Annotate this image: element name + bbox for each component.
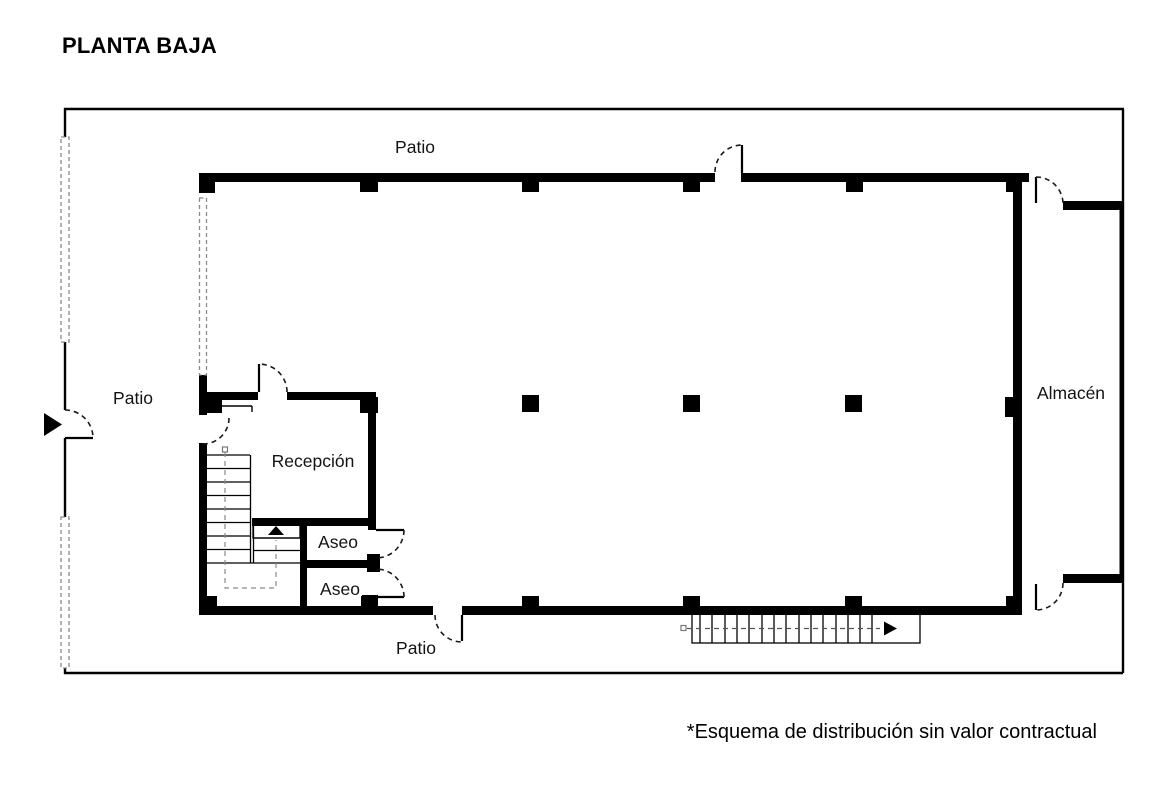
disclaimer-footnote: *Esquema de distribución sin valor contr…: [686, 721, 1097, 743]
label-recepcion: Recepción: [272, 451, 355, 471]
column: [360, 397, 378, 413]
label-almacen: Almacén: [1037, 383, 1105, 403]
label-aseo-upper: Aseo: [318, 532, 358, 552]
label-aseo-lower: Aseo: [320, 579, 360, 599]
door-stairs-arc-icon: [202, 417, 230, 445]
wall-right: [1013, 173, 1022, 615]
boundary-dashed-fence: [60, 136, 70, 669]
wall-recepcion-right: [368, 392, 376, 520]
page-title: PLANTA BAJA: [62, 33, 217, 58]
fence-dashed-upper: [60, 136, 70, 343]
door-aseo-upper-arc-icon: [375, 529, 405, 559]
column: [845, 395, 862, 412]
site-entrance: [44, 409, 94, 440]
column: [683, 395, 700, 412]
wall-west-lower: [199, 443, 207, 615]
column: [360, 173, 378, 192]
wall-aseo-divider-end: [367, 554, 380, 572]
column: [522, 596, 539, 615]
label-patio-bottom: Patio: [396, 638, 436, 658]
reception-counter: [222, 405, 253, 412]
wall-almacen-bottom: [1063, 574, 1124, 583]
column: [199, 596, 217, 615]
column: [361, 596, 378, 615]
wall-west-dashed: [198, 197, 208, 376]
outer-boundary: [63, 107, 1125, 675]
doors: [202, 144, 1064, 643]
column: [683, 173, 700, 192]
wall-recepcion-bottom: [252, 518, 376, 526]
stair-walkline: [224, 452, 277, 589]
wall-recepcion-top-a: [199, 392, 258, 400]
entrance-arrow-icon: [44, 413, 62, 436]
wall-aseo-divider: [300, 560, 377, 568]
stairs-up-arrow-icon: [268, 526, 284, 535]
door-almacen-bottom-arc-icon: [1035, 582, 1064, 611]
stair-top-box: [252, 519, 301, 539]
wall-almacen-top: [1063, 201, 1124, 210]
wall-recepcion-top-b: [287, 392, 376, 400]
label-patio-top: Patio: [395, 137, 435, 157]
walkline-start-marker: [680, 624, 687, 632]
columns: [199, 173, 1022, 615]
door-south-arc-icon: [434, 614, 463, 643]
column: [1006, 596, 1022, 615]
column: [1005, 397, 1022, 417]
wall-corner-top-left: [199, 173, 215, 193]
entrance-door-arc-icon: [64, 409, 94, 439]
column: [683, 596, 700, 615]
door-recepcion-arc-icon: [258, 363, 288, 393]
wall-top-left: [199, 173, 715, 182]
room-labels: Patio Patio Patio Almacén Recepción Aseo…: [113, 137, 1105, 658]
column: [522, 173, 539, 192]
walkline-start-marker: [221, 446, 229, 453]
wall-top-right: [741, 173, 1029, 182]
door-north-arc-icon: [714, 144, 743, 173]
wall-almacen-right: [1119, 201, 1124, 583]
stairs-direction-arrow-icon: [884, 621, 897, 636]
fence-dashed-lower: [60, 516, 70, 669]
column: [846, 173, 863, 192]
door-aseo-lower-arc-icon: [375, 568, 405, 598]
column: [1006, 173, 1022, 192]
wall-bottom-left: [199, 606, 433, 615]
label-patio-left: Patio: [113, 388, 153, 408]
stairs-main: [207, 446, 301, 589]
wall-recepcion-pilaster: [207, 400, 222, 413]
column: [845, 596, 862, 615]
wall-bottom-right: [462, 606, 1022, 615]
door-almacen-top-arc-icon: [1035, 176, 1064, 205]
wall-aseo-right-stub: [368, 518, 376, 530]
stairs-exterior: [680, 612, 921, 644]
column: [522, 395, 539, 412]
